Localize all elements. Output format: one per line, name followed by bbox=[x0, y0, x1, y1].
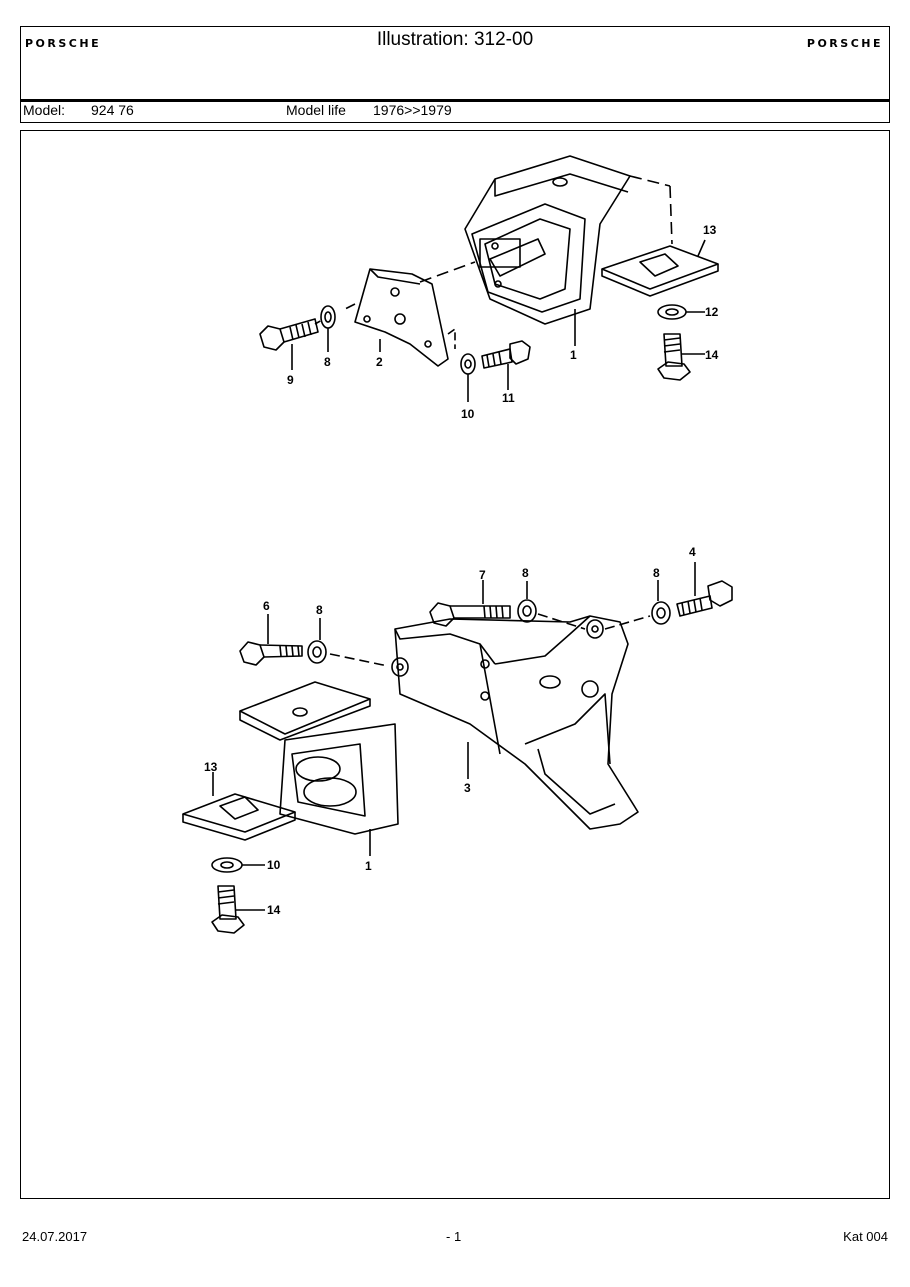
callout-8-bottom-a: 8 bbox=[316, 603, 323, 617]
illustration-frame bbox=[20, 130, 890, 1199]
plate-part-13-top bbox=[601, 239, 719, 297]
washer-part-10-bottom bbox=[211, 857, 243, 873]
model-value: 924 76 bbox=[91, 102, 134, 118]
bottom-assembly: 4 7 8 8 6 8 3 13 1 10 14 bbox=[182, 545, 733, 934]
washer-part-8-bottom-a bbox=[307, 640, 327, 664]
callout-1-bottom: 1 bbox=[365, 859, 372, 873]
header-rule bbox=[21, 99, 889, 102]
washer-part-8-bottom-c-hole bbox=[656, 607, 666, 619]
bolt-part-4-bottom bbox=[676, 562, 733, 617]
washer-part-8-bottom-b-hole bbox=[522, 605, 532, 617]
bolt-part-6-bottom bbox=[239, 614, 303, 666]
callout-14-bottom: 14 bbox=[267, 903, 281, 917]
bolt-part-14-top bbox=[657, 333, 705, 381]
callout-7-bottom: 7 bbox=[479, 568, 486, 582]
callout-11-top: 11 bbox=[502, 391, 515, 405]
brand-logo-right: PORSCHE bbox=[806, 37, 883, 50]
washer-part-8-top-hole bbox=[324, 311, 332, 323]
callout-3-bottom: 3 bbox=[464, 781, 471, 795]
brand-logo-left: PORSCHE bbox=[25, 37, 102, 50]
washer-part-8-bottom-b bbox=[517, 599, 537, 623]
bolt-part-14-bottom bbox=[211, 885, 265, 934]
callout-1-top: 1 bbox=[570, 348, 577, 362]
model-life-value: 1976>>1979 bbox=[373, 102, 452, 118]
engine-bracket-part-3-bottom bbox=[391, 615, 639, 830]
callout-8-bottom-b: 8 bbox=[522, 566, 529, 580]
engine-mount-part-1-top bbox=[419, 155, 673, 346]
callout-10-top: 12 bbox=[705, 305, 719, 319]
bolt-part-7-bottom bbox=[429, 580, 511, 627]
washer-part-10-bottom-hole bbox=[220, 861, 234, 869]
illustration-title: Illustration: 312-00 bbox=[376, 29, 534, 50]
callout-13-bottom: 13 bbox=[204, 760, 218, 774]
footer-page-number: - 1 bbox=[446, 1229, 462, 1244]
callout-8-top: 8 bbox=[324, 355, 331, 369]
callout-6-bottom: 6 bbox=[263, 599, 270, 613]
engine-mount-part-1-bottom bbox=[239, 681, 399, 856]
plate-part-13-bottom bbox=[182, 772, 296, 841]
bolt-part-9-top bbox=[259, 318, 323, 370]
washer-part-10-top-hole bbox=[665, 308, 679, 316]
header-box: PORSCHE Illustration: 312-00 PORSCHE Mod… bbox=[20, 26, 890, 123]
bolt-part-11-top bbox=[481, 340, 531, 390]
callout-14-top: 14 bbox=[705, 348, 719, 362]
washer-part-12-top-hole bbox=[464, 359, 472, 369]
bracket-part-2-top bbox=[344, 268, 449, 367]
parts-exploded-diagram: 13 12 14 1 2 8 9 11 10 bbox=[182, 155, 733, 934]
washer-part-8-bottom-c bbox=[651, 601, 671, 625]
callout-10-bottom: 10 bbox=[267, 858, 281, 872]
top-assembly: 13 12 14 1 2 8 9 11 10 bbox=[259, 155, 719, 421]
callout-4-bottom: 4 bbox=[689, 545, 696, 559]
callout-9-top: 9 bbox=[287, 373, 294, 387]
callout-13-top: 13 bbox=[703, 223, 717, 237]
callout-12-top: 10 bbox=[461, 407, 475, 421]
callout-2-top: 2 bbox=[376, 355, 383, 369]
washer-part-10-top bbox=[657, 304, 687, 320]
washer-part-8-top bbox=[320, 305, 336, 329]
footer-catalog-id: Kat 004 bbox=[843, 1229, 888, 1244]
model-label: Model: bbox=[23, 102, 66, 118]
washer-part-12-top bbox=[460, 353, 476, 375]
model-life-label: Model life bbox=[286, 102, 346, 118]
callout-8-bottom-c: 8 bbox=[653, 566, 660, 580]
footer-date: 24.07.2017 bbox=[22, 1229, 88, 1244]
washer-part-8-bottom-a-hole bbox=[312, 646, 322, 658]
